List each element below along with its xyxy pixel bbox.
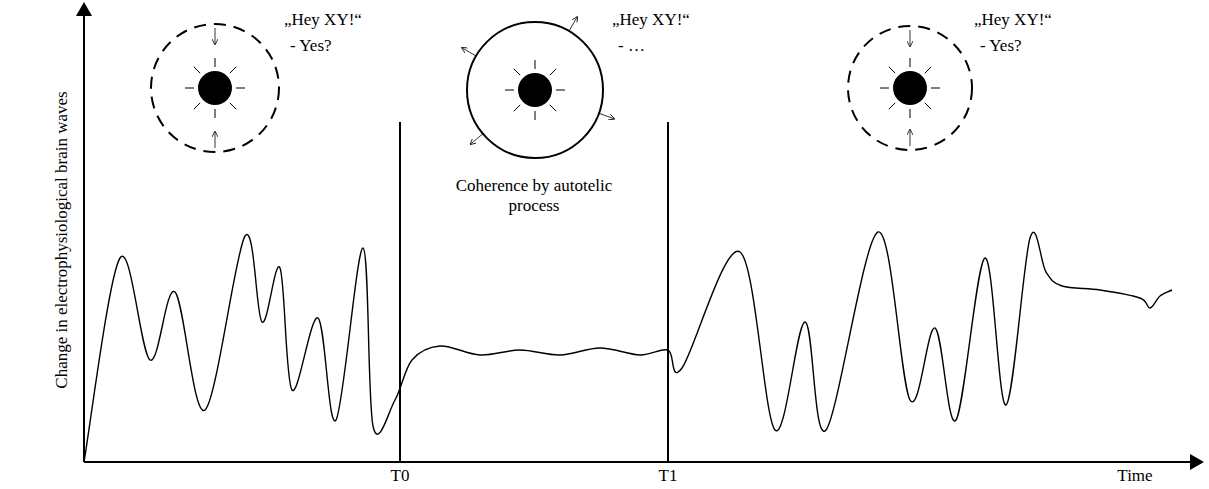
attention-icon [151, 24, 279, 152]
speech-text: „Hey XY!“ [974, 10, 1052, 30]
reply-text: - … [618, 36, 645, 56]
attention-icon [848, 26, 972, 150]
speech-text: „Hey XY!“ [284, 10, 362, 30]
time-label: T0 [391, 466, 410, 486]
speech-text: „Hey XY!“ [612, 10, 690, 30]
axis-arrow [1190, 454, 1204, 470]
x-axis [84, 461, 1192, 463]
brain-wave [84, 232, 1172, 462]
time-label: T1 [659, 466, 678, 486]
reply-text: - Yes? [290, 36, 332, 56]
flow-icon [462, 17, 614, 158]
axis-title: Time [1117, 466, 1152, 486]
y-axis [83, 14, 85, 462]
axis-arrow [76, 2, 92, 16]
axis-title: Change in electrophysiological brain wav… [52, 91, 72, 388]
phase-label: Coherence by autotelic process [439, 176, 629, 216]
time-marker [667, 122, 669, 462]
time-marker [399, 122, 401, 462]
reply-text: - Yes? [980, 36, 1022, 56]
